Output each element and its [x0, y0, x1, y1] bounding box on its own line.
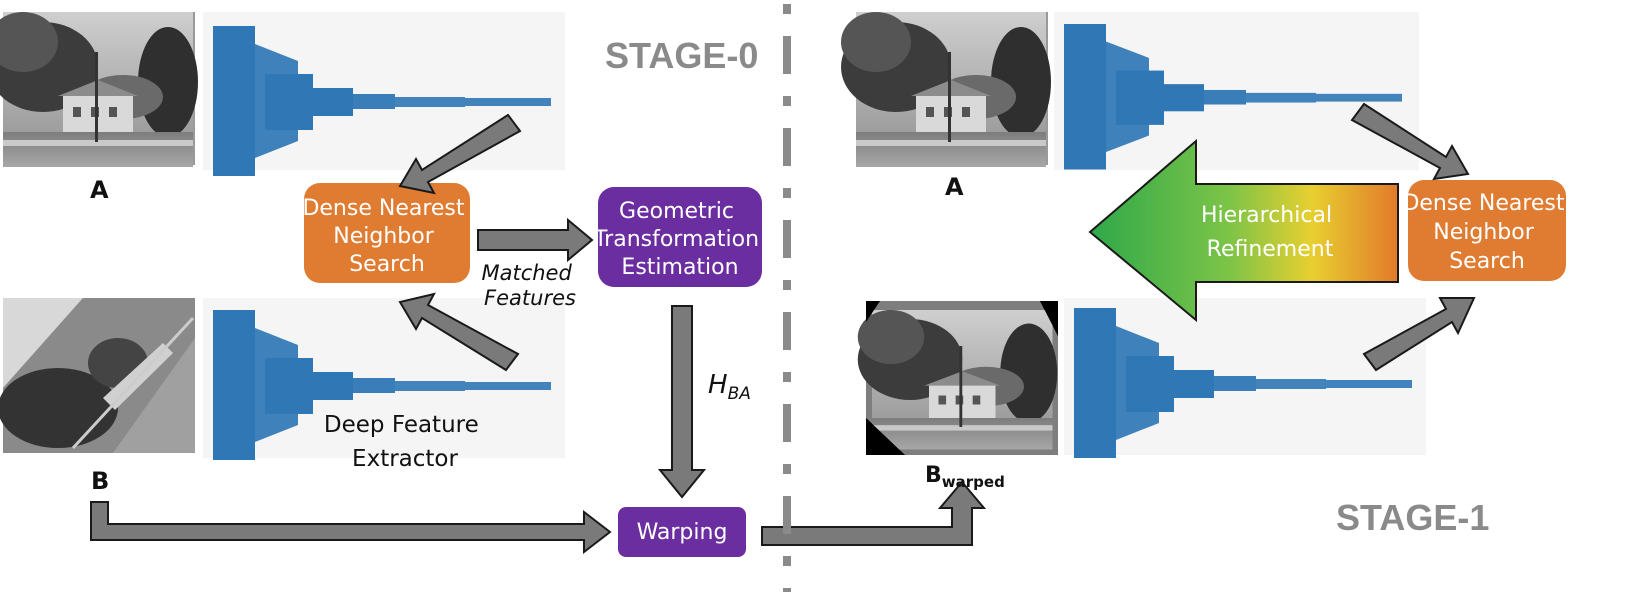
arrow-stage1-top-to-dnn: [1350, 102, 1470, 181]
stage0-image-b: [0, 298, 195, 453]
arrow-gte-to-warping: [657, 305, 707, 499]
stage0-dense-nn-box: Dense Nearest Neighbor Search: [302, 183, 471, 283]
svg-text:Geometric Transformation: Geometric Transformation Estimation: [593, 199, 766, 280]
stage1-image-bwarped: [857, 301, 1058, 455]
stage0-title: STAGE-0: [605, 35, 758, 76]
stage1-image-bwarped-label: Bwarped: [925, 463, 1005, 491]
svg-text:Dense Nearest Neighbor: Dense Nearest Neighbor Search: [1402, 191, 1571, 274]
svg-text:Hierarchical Refinement: Hierarchical Refinement: [1201, 203, 1339, 262]
arrow-extractor-top-to-dnn: [398, 113, 522, 195]
arrow-stage1-bottom-to-dnn: [1362, 297, 1476, 372]
stage0-image-a-label: A: [90, 176, 109, 204]
stage0-image-a: [0, 12, 198, 167]
stage1-title: STAGE-1: [1336, 497, 1489, 538]
stage1-dense-nn-box: Dense Nearest Neighbor Search: [1402, 180, 1571, 281]
warping-box: Warping: [618, 507, 746, 557]
arrow-warping-to-bwarped: [761, 480, 987, 546]
arrow-b-to-warping: [90, 501, 612, 555]
matched-features-label: Matched Features: [481, 261, 578, 310]
stage1-image-a-label: A: [945, 173, 964, 201]
arrow-extractor-bottom-to-dnn: [398, 292, 520, 372]
arrow-dnn-to-gte: [477, 217, 594, 263]
stage0-extractor-label: Deep Feature Extractor: [324, 412, 486, 472]
stage0-image-b-label: B: [91, 467, 109, 495]
geometric-transformation-box: Geometric Transformation Estimation: [593, 187, 766, 287]
svg-text:Dense Nearest Neighbor: Dense Nearest Neighbor Search: [302, 196, 471, 277]
homography-label: HBA: [708, 370, 751, 404]
stage1-image-a: [841, 12, 1051, 167]
svg-text:Warping: Warping: [637, 520, 728, 545]
hierarchical-refinement-arrow: Hierarchical Refinement: [1088, 138, 1399, 323]
